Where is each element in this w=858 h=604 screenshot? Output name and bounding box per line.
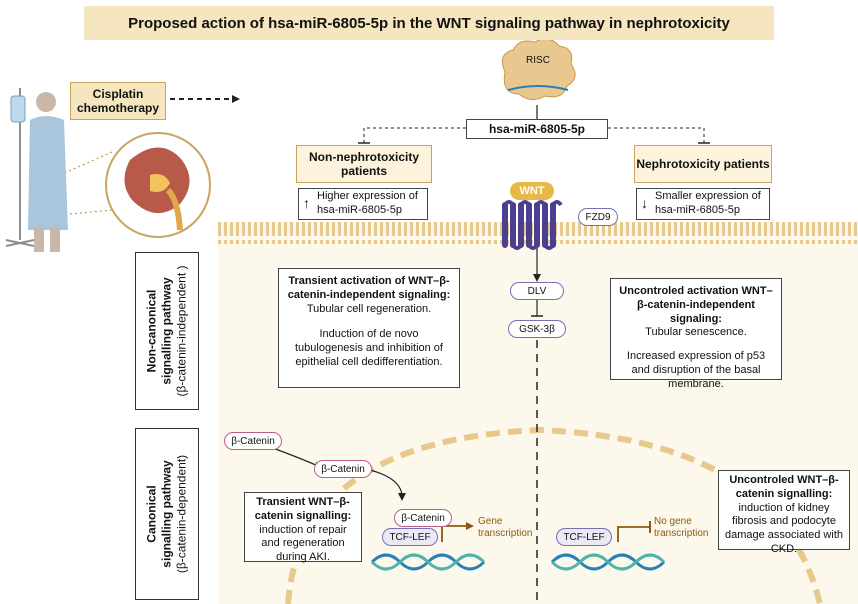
non-nephro-title-box: Non-nephrotoxicity patients <box>296 145 432 183</box>
bcatenin-pill-2: β-Catenin <box>314 460 372 478</box>
right-noncanonical-line1: Tubular senescence. <box>645 326 747 339</box>
canonical-label-box: Canonical signalling pathway (β-catenin-… <box>135 428 199 600</box>
no-gene-transcription-label: No gene transcription <box>654 516 709 539</box>
wnt-ligand: WNT <box>510 182 554 200</box>
right-canonical-box: Uncontroled WNT–β-catenin signalling: in… <box>718 470 850 555</box>
gene-transcription-label: Gene transcription <box>478 516 533 539</box>
right-noncanonical-line2: Increased expression of p53 and disrupti… <box>626 350 766 390</box>
down-arrow-icon: ↓ <box>641 195 648 211</box>
right-canonical-body: induction of kidney fibrosis and podocyt… <box>724 501 843 555</box>
left-noncanonical-line2: Induction of de novo tubulogenesis and i… <box>294 328 443 368</box>
canonical-label: Canonical signalling pathway (β-catenin-… <box>144 454 189 574</box>
left-canonical-body: induction of repair and regeneration dur… <box>259 523 347 564</box>
up-arrow-icon: ↑ <box>303 195 310 211</box>
cisplatin-label: Cisplatin chemotherapy <box>76 87 160 115</box>
left-noncanonical-heading: Transient activation of WNT–β-catenin-in… <box>287 275 451 301</box>
cisplatin-box: Cisplatin chemotherapy <box>70 82 166 120</box>
gsk-label: GSK-3β <box>519 323 555 335</box>
bcatenin-label-2: β-Catenin <box>321 463 365 475</box>
non-nephro-title: Non-nephrotoxicity patients <box>309 150 419 178</box>
wnt-label: WNT <box>519 185 545 197</box>
tcf-label-left: TCF-LEF <box>389 531 431 543</box>
nephro-expression: Smaller expression of hsa-miR-6805-5p <box>655 190 761 216</box>
bcatenin-label-3: β-Catenin <box>401 512 445 524</box>
left-noncanonical-box: Transient activation of WNT–β-catenin-in… <box>278 268 460 388</box>
non-nephro-expression: Higher expression of hsa-miR-6805-5p <box>317 190 418 216</box>
non-nephro-expression-box: ↑ Higher expression of hsa-miR-6805-5p <box>298 188 428 220</box>
nephro-title-box: Nephrotoxicity patients <box>634 145 772 183</box>
bcatenin-pill-1: β-Catenin <box>224 432 282 450</box>
left-noncanonical-line1: Tubular cell regeneration. <box>306 302 432 315</box>
dlv-pill: DLV <box>510 282 564 300</box>
page-title: Proposed action of hsa-miR-6805-5p in th… <box>84 6 774 40</box>
noncanonical-label: Non-canonical signalling pathway (β-cate… <box>144 265 189 397</box>
bcatenin-pill-3: β-Catenin <box>394 509 452 527</box>
tcf-pill-left: TCF-LEF <box>382 528 438 546</box>
dlv-label: DLV <box>527 285 547 297</box>
left-canonical-box: Transient WNT–β-catenin signalling: indu… <box>244 492 362 564</box>
fzd9-label-pill: FZD9 <box>578 208 618 226</box>
mirna-box: hsa-miR-6805-5p <box>466 119 608 139</box>
right-canonical-heading: Uncontroled WNT–β-catenin signalling: <box>729 474 839 500</box>
right-noncanonical-box: Uncontroled activation WNT–β-catenin-ind… <box>610 278 782 390</box>
fzd9-receptor <box>502 200 563 250</box>
nephro-title: Nephrotoxicity patients <box>636 157 770 171</box>
risc-label: RISC <box>526 55 550 66</box>
bcatenin-label-1: β-Catenin <box>231 435 275 447</box>
noncanonical-label-box: Non-canonical signalling pathway (β-cate… <box>135 252 199 410</box>
right-noncanonical-heading: Uncontroled activation WNT–β-catenin-ind… <box>619 285 773 325</box>
nephro-expression-box: ↓ Smaller expression of hsa-miR-6805-5p <box>636 188 770 220</box>
tcf-pill-right: TCF-LEF <box>556 528 612 546</box>
gsk-pill: GSK-3β <box>508 320 566 338</box>
mirna-label: hsa-miR-6805-5p <box>488 121 586 136</box>
fzd9-label: FZD9 <box>585 211 611 223</box>
left-canonical-heading: Transient WNT–β-catenin signalling: <box>254 496 352 522</box>
tcf-label-right: TCF-LEF <box>563 531 605 543</box>
